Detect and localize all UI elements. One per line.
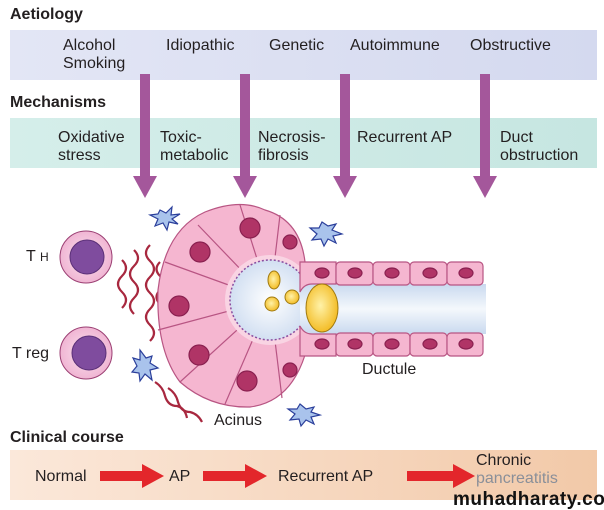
stage-normal: Normal [35,468,87,485]
arrow-down-icon [333,74,357,198]
aetiology-idiopathic: Idiopathic [166,37,235,54]
mechanism-line: fibrosis [258,147,309,164]
th-label: T H [26,248,49,266]
red-arrows [100,464,475,488]
purple-arrows [133,74,497,198]
mechanism-necrosis-fibrosis: Necrosis-fibrosis [258,129,326,165]
th-cell [59,230,113,284]
mechanisms-heading: Mechanisms [10,94,107,111]
ductule-label: Ductule [362,361,417,378]
arrow-right-icon [203,464,267,488]
stage-recurrent-ap: Recurrent AP [278,468,374,485]
aetiology-heading: Aetiology [10,6,83,23]
acinus-label: Acinus [214,412,263,429]
th-label-main: T [26,248,36,265]
arrow-down-icon [233,74,257,198]
mechanism-line: Oxidative [58,129,125,146]
starburst-icon [147,205,181,232]
mechanism-recurrent-ap: Recurrent AP [357,129,453,146]
aetiology-band [10,30,597,80]
acinus [157,203,315,408]
aetiology-autoimmune: Autoimmune [350,37,440,54]
arrow-down-icon [473,74,497,198]
starburst-icon [130,348,160,383]
starburst-icon [286,403,323,428]
th-label-sub: H [39,250,49,264]
stage-chronic: Chronic [476,452,532,469]
collagen-fibres [116,244,203,423]
mechanism-line: stress [58,147,101,164]
arrow-right-icon [100,464,164,488]
arrow-down-icon [133,74,157,198]
protein-plug [305,283,339,333]
treg-cell [59,326,113,380]
aetiology-smoking: Smoking [63,55,126,72]
arrow-right-icon [407,464,475,488]
aetiology-genetic: Genetic [269,37,325,54]
mechanism-line: metabolic [160,147,229,164]
starburst-icon [308,221,345,248]
star-icons [130,205,345,428]
mechanism-line: obstruction [500,147,579,164]
aetiology-obstructive: Obstructive [470,37,551,54]
mechanism-toxic-metabolic: Toxic-metabolic [160,129,228,165]
treg-label: T reg [12,345,50,362]
stage-ap: AP [169,468,191,485]
mechanism-line: Necrosis- [258,129,326,146]
clinical-course-heading: Clinical course [10,429,124,446]
watermark: muhadharaty.com [453,489,604,510]
aetiology-alcohol: Alcohol [63,37,116,54]
stage-pancreatitis: pancreatitis [476,470,558,487]
zymogen-granules [264,270,339,333]
mechanisms-band [10,118,597,168]
mechanism-line: Toxic- [160,129,202,146]
mechanism-line: Duct [500,129,533,146]
